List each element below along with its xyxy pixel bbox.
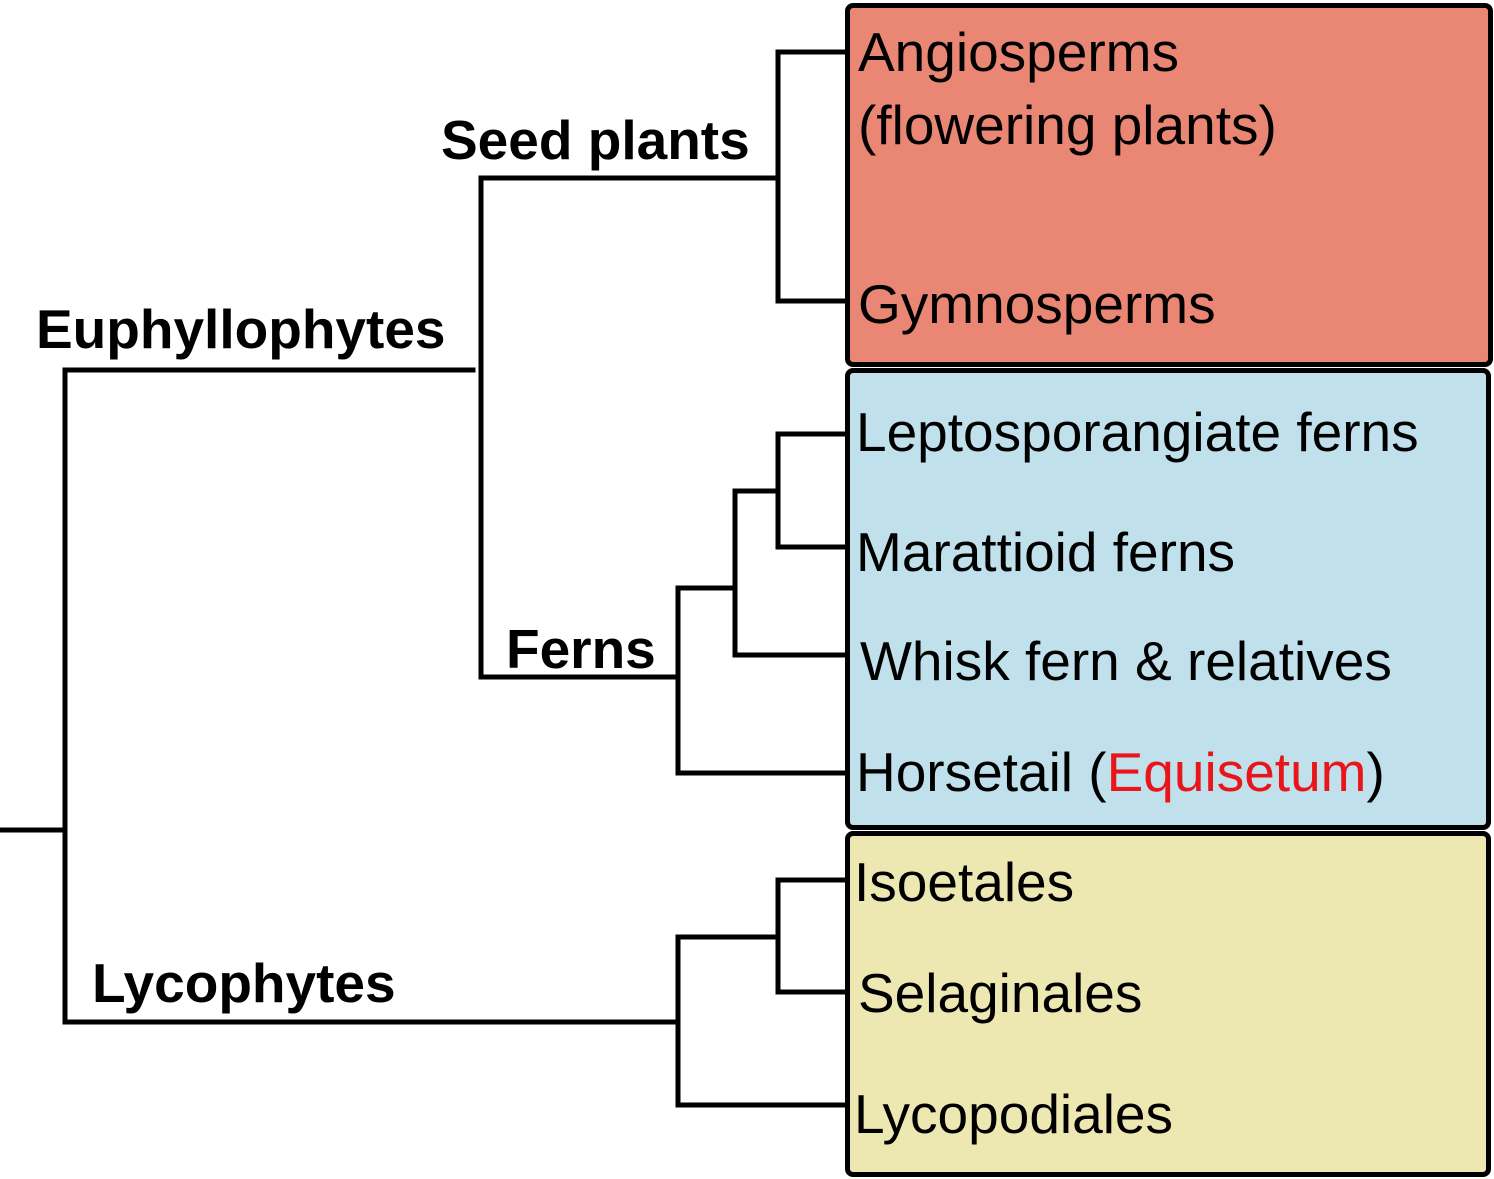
clade-label-ferns: Ferns bbox=[506, 618, 656, 680]
taxon-selaginales: Selaginales bbox=[858, 962, 1143, 1024]
taxon-lycopodiales: Lycopodiales bbox=[854, 1083, 1174, 1145]
taxon-gymnosperms: Gymnosperms bbox=[858, 273, 1216, 335]
lycophytes-group-box bbox=[845, 831, 1491, 1177]
horsetail-suffix: ) bbox=[1366, 741, 1385, 803]
horsetail-genus-equisetum: Equisetum bbox=[1106, 741, 1367, 803]
euphyllophytes-node bbox=[478, 175, 781, 680]
whisk-node bbox=[732, 488, 848, 658]
ferns-node bbox=[675, 585, 848, 776]
clade-label-lycophytes: Lycophytes bbox=[92, 952, 396, 1014]
taxon-isoetales: Isoetales bbox=[854, 851, 1075, 913]
seed-plants-node bbox=[775, 49, 848, 304]
root-node bbox=[62, 367, 681, 1025]
taxon-horsetail: Horsetail (Equisetum) bbox=[856, 745, 1385, 800]
lycophytes-node bbox=[675, 934, 848, 1108]
taxon-marattioid-ferns: Marattioid ferns bbox=[856, 521, 1236, 583]
isoetales-selaginales-node bbox=[775, 877, 848, 995]
taxon-angiosperms-subtitle: (flowering plants) bbox=[858, 94, 1277, 156]
taxon-angiosperms: Angiosperms bbox=[858, 21, 1179, 83]
taxon-whisk-fern: Whisk fern & relatives bbox=[860, 630, 1392, 692]
taxon-leptosporangiate-ferns: Leptosporangiate ferns bbox=[856, 401, 1419, 463]
horsetail-prefix: Horsetail ( bbox=[856, 741, 1107, 803]
seed-plants-group-box bbox=[845, 3, 1493, 367]
lepto-marattioid-node bbox=[775, 431, 848, 550]
clade-label-euphyllophytes: Euphyllophytes bbox=[36, 298, 446, 360]
ferns-group-box bbox=[845, 368, 1491, 830]
clade-label-seed-plants: Seed plants bbox=[441, 109, 750, 171]
